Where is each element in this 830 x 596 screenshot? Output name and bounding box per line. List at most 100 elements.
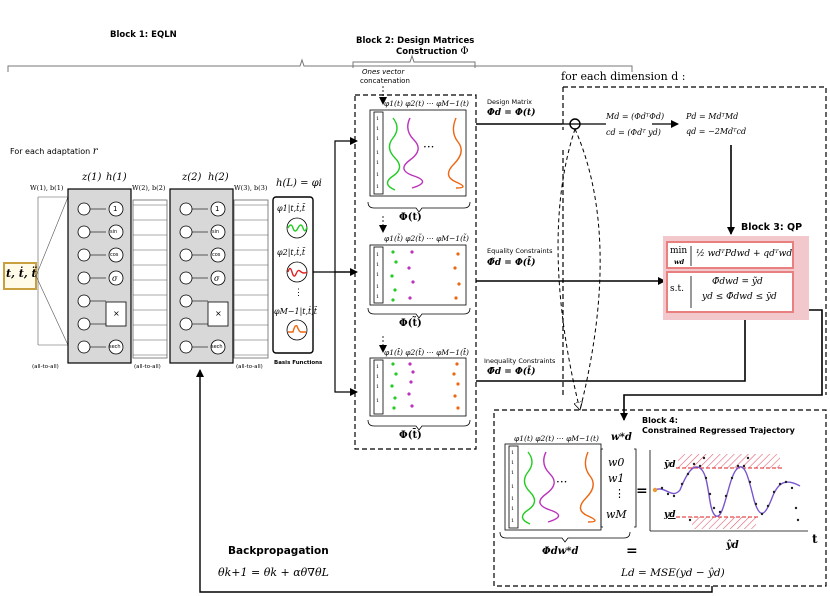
upper-bound-region: [678, 454, 780, 468]
basis-phi2: φ2|t,ṫ,ẗ: [277, 248, 306, 257]
ones-entry: 1: [511, 484, 515, 490]
neuron: [77, 248, 91, 262]
basis-caption: Basis Functions: [274, 360, 323, 366]
qp-objective: ½ wdᵀPdwd + qdᵀwd: [696, 249, 793, 259]
neurons-layer2: [179, 201, 226, 355]
matrix-phi-t-tilde: [367, 244, 471, 319]
layer-h1: h(1): [106, 172, 127, 183]
block4-title-line2: Constrained Regressed Trajectory: [642, 426, 795, 435]
lower-bound-region: [692, 517, 756, 529]
inequality-eq: Φ̄d = Φ(t̄): [487, 367, 536, 377]
M-eq: Md = (ΦdᵀΦd): [606, 112, 665, 121]
ones-entry: 1: [511, 518, 515, 524]
all-to-all-3: (all-to-all): [236, 364, 263, 370]
block2-box: [354, 94, 477, 450]
ones-entry: 1: [511, 496, 515, 502]
mesh-all-to-all-2: [234, 204, 268, 356]
neuron: [179, 340, 193, 354]
act-1-l1: 1: [113, 205, 118, 213]
block1-brace: [7, 58, 633, 72]
act-product-l1: ×: [113, 309, 120, 318]
block4-dots: ···: [556, 475, 568, 489]
qp-min: min: [670, 246, 688, 256]
ones-entry: 1: [511, 506, 515, 512]
qp-constraints-box: [666, 271, 794, 313]
neuron: [179, 271, 193, 285]
matrix-label-1: Φ(t): [399, 212, 422, 223]
adaptation-text: For each adaptation: [10, 147, 91, 156]
neuron: [77, 317, 91, 331]
neuron: [77, 294, 91, 308]
neuron: [77, 225, 91, 239]
matrix1-dots: ···: [423, 140, 435, 154]
activation-node: [108, 224, 124, 240]
ones-entry: 1: [376, 150, 380, 156]
all-to-all-2: (all-to-all): [134, 364, 161, 370]
neuron: [77, 202, 91, 216]
w-vec-0: w0: [608, 456, 625, 469]
layer-z2: z(2): [182, 172, 202, 183]
ones-entry: 1: [376, 160, 380, 166]
ones-entry: 1: [376, 364, 380, 370]
act-cos-l1: cos: [110, 252, 119, 258]
ones-entry: 1: [376, 136, 380, 142]
phi-header-2: φ1(t̃) φ2(t̃) ··· φM−1(t̃): [384, 234, 469, 243]
arrow-backprop: [196, 369, 713, 593]
input-connections: [35, 196, 69, 346]
block2-title-line1: Block 2: Design Matrices: [356, 36, 475, 46]
ones-entry: 1: [376, 374, 380, 380]
layer-z1: z(1): [82, 172, 102, 183]
block4-title-line1: Block 4:: [642, 416, 678, 425]
input-label: t, ṫ, ẗ: [6, 267, 37, 280]
phi-header-1: φ1(t) φ2(t) ··· φM−1(t): [384, 99, 469, 108]
activation-node: [108, 270, 124, 286]
w-vec-M: wM: [606, 508, 627, 521]
trajectory-plot: [649, 450, 808, 532]
act-sech-l2: sech: [211, 344, 223, 350]
neuron: [179, 248, 193, 262]
mesh-all-to-all-1: [133, 204, 167, 356]
eqln-network: [3, 137, 358, 396]
ones-note-line2: concatenation: [360, 77, 410, 85]
neuron: [179, 294, 193, 308]
y-lower-label: yd: [664, 510, 676, 520]
matrix-label-3: Φ(t̄): [399, 430, 422, 441]
ones-entry: 1: [376, 384, 380, 390]
block2-title-line2: Construction Φ: [396, 46, 469, 57]
activation-node: [210, 247, 226, 263]
adaptation-label: For each adaptation r: [10, 146, 98, 157]
qp-constraint1: Φ̃dwd = ỹd: [712, 277, 763, 287]
activation-node: [108, 339, 124, 355]
activation-node: [108, 247, 124, 263]
ones-entry: 1: [376, 172, 380, 178]
neuron: [77, 271, 91, 285]
matrix-label-2: Φ(t̃): [399, 318, 422, 329]
ones-entry: 1: [376, 116, 380, 122]
block4-matrix-label: Φdw*d: [542, 546, 579, 557]
activation-node: [210, 339, 226, 355]
block4-phi-header: φ1(t) φ2(t) ··· φM−1(t): [514, 434, 599, 443]
act-1-l2: 1: [215, 205, 220, 213]
phi-header-3: φ1(t̄) φ2(t̄) ··· φM−1(t̄): [384, 348, 469, 357]
qp-constraint2: yd ≤ Φ̄dwd ≤ ȳd: [702, 292, 777, 302]
c-eq: cd = (Φdᵀ yd): [606, 128, 661, 137]
backprop-equation: θk+1 = θk + αθ∇θL: [218, 566, 329, 579]
all-to-all-1: (all-to-all): [32, 364, 59, 370]
design-matrix-title: Design Matrix: [487, 98, 532, 106]
ones-entry: 1: [376, 126, 380, 132]
t-axis-label: t: [812, 532, 818, 546]
weight-label-3: W(3), b(3): [234, 184, 268, 192]
w-vec-dots: ⋮: [614, 487, 625, 500]
activation-node: [210, 270, 226, 286]
ones-entry: 1: [376, 294, 380, 300]
activation-node: [108, 201, 124, 217]
design-matrix-eq: Φd = Φ(t): [487, 108, 536, 118]
ones-entry: 1: [511, 460, 515, 466]
block3-title: Block 3: QP: [741, 222, 803, 233]
neuron: [77, 340, 91, 354]
basis-vdots: ⋮: [294, 288, 303, 298]
weight-label-2: W(2), b(2): [132, 184, 166, 192]
block4-box: [493, 409, 827, 587]
weight-label-1: W(1), b(1): [30, 184, 64, 192]
